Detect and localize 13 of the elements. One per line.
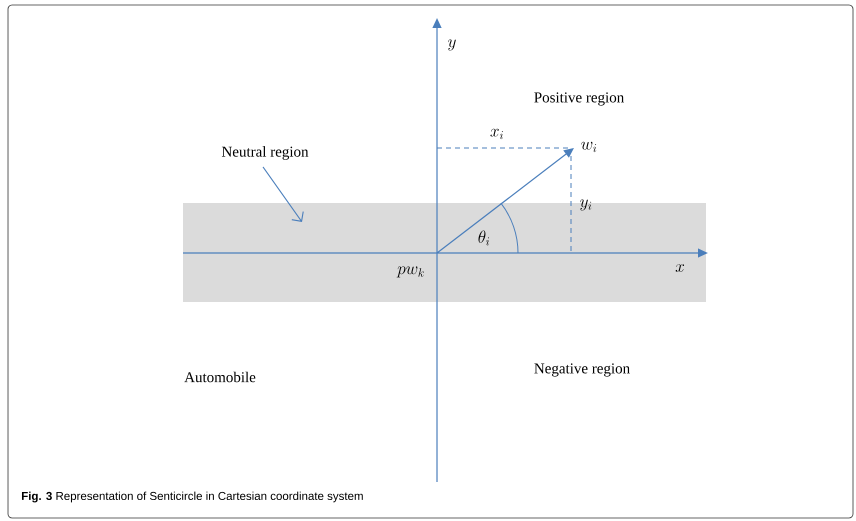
region-label: Positive region (534, 92, 624, 106)
component-label: $x_i$ (490, 128, 503, 140)
origin-label: $pw_k$ (396, 266, 424, 278)
figure-caption: Fig. 3 Representation of Senticircle in Cartesian coordinate system (22, 492, 363, 502)
component-label: $y_i$ (580, 199, 592, 211)
axis-label: $y$ (448, 39, 456, 51)
region-label: Neutral region (222, 146, 308, 160)
vector-label: $w_i$ (581, 142, 596, 152)
category-label: Automobile (184, 372, 256, 382)
region-label: Negative region (534, 363, 630, 377)
axis-label: $x$ (676, 264, 684, 272)
leader-arrow (262, 166, 304, 222)
angle-label: $\theta_i$ (478, 230, 490, 246)
